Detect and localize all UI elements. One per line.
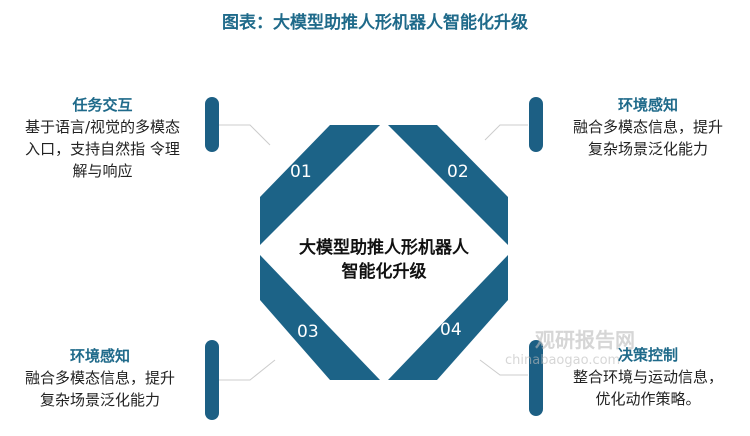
segment-02 xyxy=(388,125,508,245)
item-text: 融合多模态信息，提升 xyxy=(572,118,723,136)
number-04: 04 xyxy=(440,320,462,340)
number-03: 03 xyxy=(297,322,319,342)
accent-bar-02 xyxy=(529,97,543,152)
item-text: 复杂场景泛化能力 xyxy=(39,391,160,409)
item-01: 任务交互 基于语言/视觉的多模态 入口，支持自然指 令理 解与响应 xyxy=(0,94,205,182)
chart-title: 图表：大模型助推人形机器人智能化升级 xyxy=(222,13,528,33)
item-heading: 环境感知 xyxy=(617,96,678,114)
item-text: 解与响应 xyxy=(72,162,133,180)
accent-bar-04 xyxy=(529,340,543,416)
center-line-1: 大模型助推人形机器人 xyxy=(299,238,469,258)
item-text: 基于语言/视觉的多模态 xyxy=(24,118,181,136)
center-line-2: 智能化升级 xyxy=(341,262,427,282)
item-text: 融合多模态信息，提升 xyxy=(24,369,175,387)
item-heading: 决策控制 xyxy=(617,346,678,364)
segment-01 xyxy=(260,125,380,245)
item-04: 决策控制 整合环境与运动信息， 优化动作策略。 xyxy=(548,344,748,410)
item-text: 整合环境与运动信息， xyxy=(572,368,723,386)
item-heading: 环境感知 xyxy=(69,347,130,365)
item-text: 复杂场景泛化能力 xyxy=(587,140,708,158)
segment-03 xyxy=(260,255,380,380)
item-text: 优化动作策略。 xyxy=(595,390,701,408)
number-02: 02 xyxy=(447,162,469,182)
number-01: 01 xyxy=(290,162,312,182)
watermark: 观研报告网 chinabaogao.com xyxy=(505,324,635,368)
connector-04 xyxy=(479,359,528,376)
item-text: 入口，支持自然指 令理 xyxy=(25,140,180,158)
connector-01 xyxy=(218,124,271,146)
watermark-cn: 观研报告网 xyxy=(535,328,635,352)
accent-bar-03 xyxy=(205,340,219,420)
watermark-en: chinabaogao.com xyxy=(505,353,621,368)
accent-bar-01 xyxy=(205,97,219,152)
center-label: 大模型助推人形机器人 智能化升级 xyxy=(270,236,498,284)
item-heading: 任务交互 xyxy=(72,96,133,114)
connector-03 xyxy=(218,359,276,381)
segment-04 xyxy=(388,255,508,380)
connector-02 xyxy=(484,124,528,141)
item-02: 环境感知 融合多模态信息，提升 复杂场景泛化能力 xyxy=(548,94,748,160)
item-03: 环境感知 融合多模态信息，提升 复杂场景泛化能力 xyxy=(0,345,200,411)
